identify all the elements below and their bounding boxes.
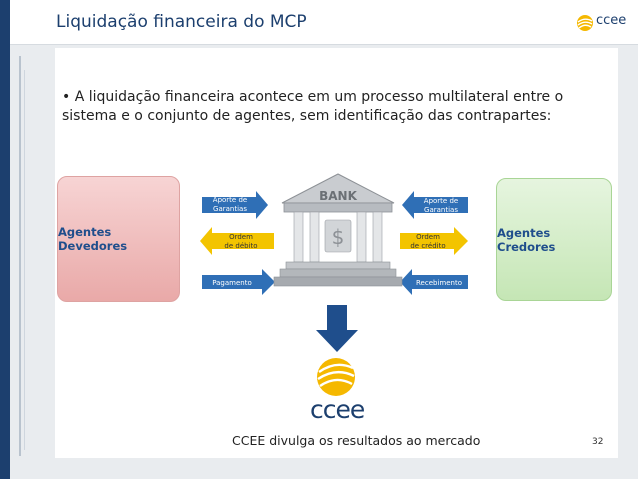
arrow-left-aporte-line1: Aporte de <box>213 196 247 204</box>
left-accent-bar <box>0 0 10 479</box>
creditors-box: Agentes Credores <box>496 178 612 301</box>
arrow-left-ordem-line1: Ordem <box>229 233 253 241</box>
left-decorative-line <box>19 56 21 456</box>
arrow-right-recebimento: Recebimento <box>400 269 468 295</box>
bank-dollar-symbol: $ <box>332 225 345 249</box>
debtors-label: Agentes Devedores <box>58 225 128 253</box>
creditors-label: Agentes Credores <box>497 225 556 254</box>
left-decorative-line-thin <box>24 70 25 450</box>
arrow-left-pagamento: Pagamento <box>202 269 275 295</box>
ccee-center-sun-icon <box>317 358 355 396</box>
arrow-left-aporte-line2: Garantias <box>213 205 247 213</box>
ccee-logo: ccee <box>576 12 627 34</box>
ccee-sun-icon <box>577 15 593 31</box>
arrow-right-aporte: Aporte de Garantias <box>402 191 468 219</box>
ccee-logo-text: ccee <box>596 13 627 28</box>
bank-icon: BANK $ <box>273 173 403 287</box>
arrow-right-ordem: Ordem de crédito <box>400 227 468 255</box>
page-number: 32 <box>592 437 604 447</box>
arrow-right-aporte-line1: Aporte de <box>424 197 458 205</box>
arrow-left-ordem: Ordem de débito <box>200 227 274 255</box>
footer-text: CCEE divulga os resultados ao mercado <box>232 433 481 448</box>
bank-label: BANK <box>319 189 357 203</box>
ccee-center-logo-text: ccee <box>310 395 365 424</box>
arrow-left-aporte: Aporte de Garantias <box>202 191 268 219</box>
page-title: Liquidação financeira do MCP <box>56 12 307 32</box>
arrow-left-pagamento-line1: Pagamento <box>212 279 252 287</box>
arrow-right-ordem-line2: de crédito <box>410 242 445 250</box>
arrow-left-ordem-line2: de débito <box>224 242 257 250</box>
title-band <box>10 0 638 45</box>
debtors-box: Agentes Devedores <box>57 176 180 302</box>
arrow-right-aporte-line2: Garantias <box>424 206 458 214</box>
arrow-right-recebimento-line1: Recebimento <box>416 279 462 287</box>
arrow-right-ordem-line1: Ordem <box>416 233 440 241</box>
arrow-down <box>316 305 358 352</box>
bullet-text: • A liquidação financeira acontece em um… <box>62 89 564 124</box>
